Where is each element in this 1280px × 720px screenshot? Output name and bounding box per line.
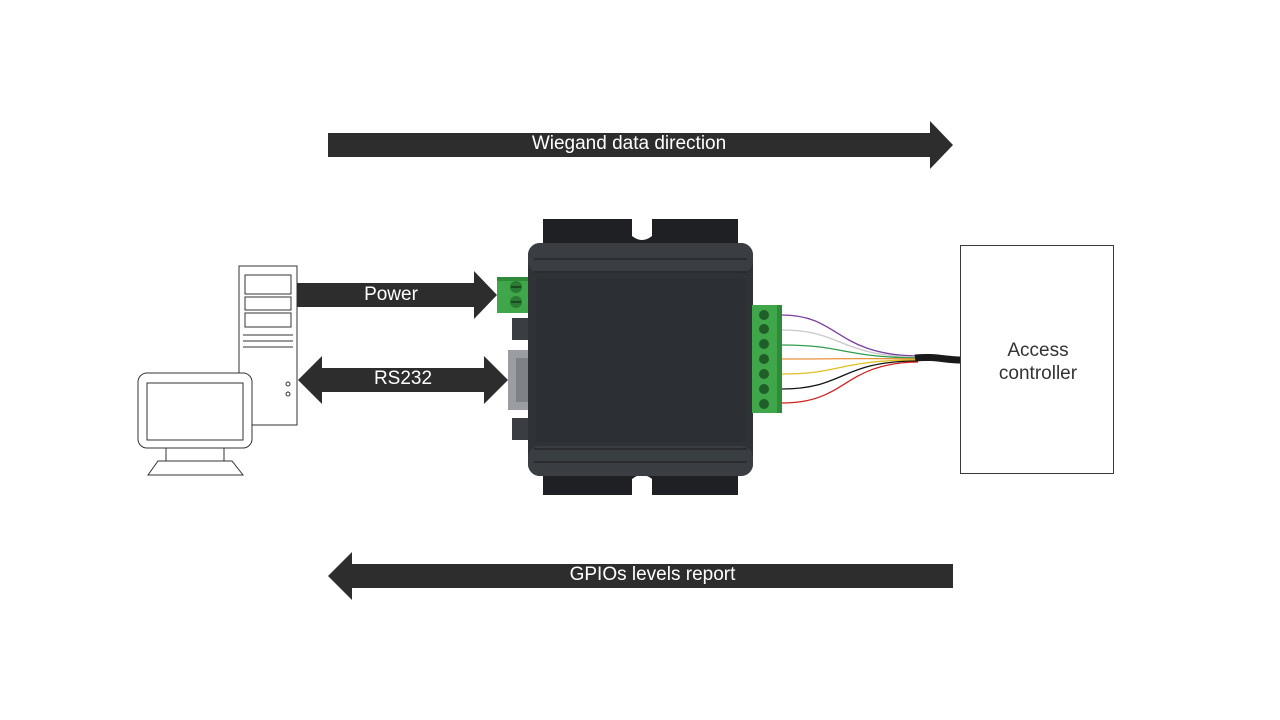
wiegand-direction-label: Wiegand data direction <box>531 133 727 154</box>
wiegand-cable <box>781 314 963 404</box>
wiegand-direction-arrow <box>328 121 953 169</box>
gpio-report-label: GPIOs levels report <box>569 564 736 585</box>
access-controller-box: Access controller <box>960 245 1114 474</box>
access-controller-label: Access controller <box>998 340 1078 384</box>
power-arrow <box>297 271 497 319</box>
rs232-arrow <box>298 356 508 404</box>
desktop-computer-icon <box>137 265 298 476</box>
power-terminal-block <box>497 277 530 313</box>
rs232-label: RS232 <box>373 368 433 389</box>
gpio-terminal-block <box>752 305 782 413</box>
wiegand-converter-device <box>528 219 753 495</box>
gpio-report-arrow <box>328 552 953 600</box>
power-label: Power <box>364 284 418 305</box>
